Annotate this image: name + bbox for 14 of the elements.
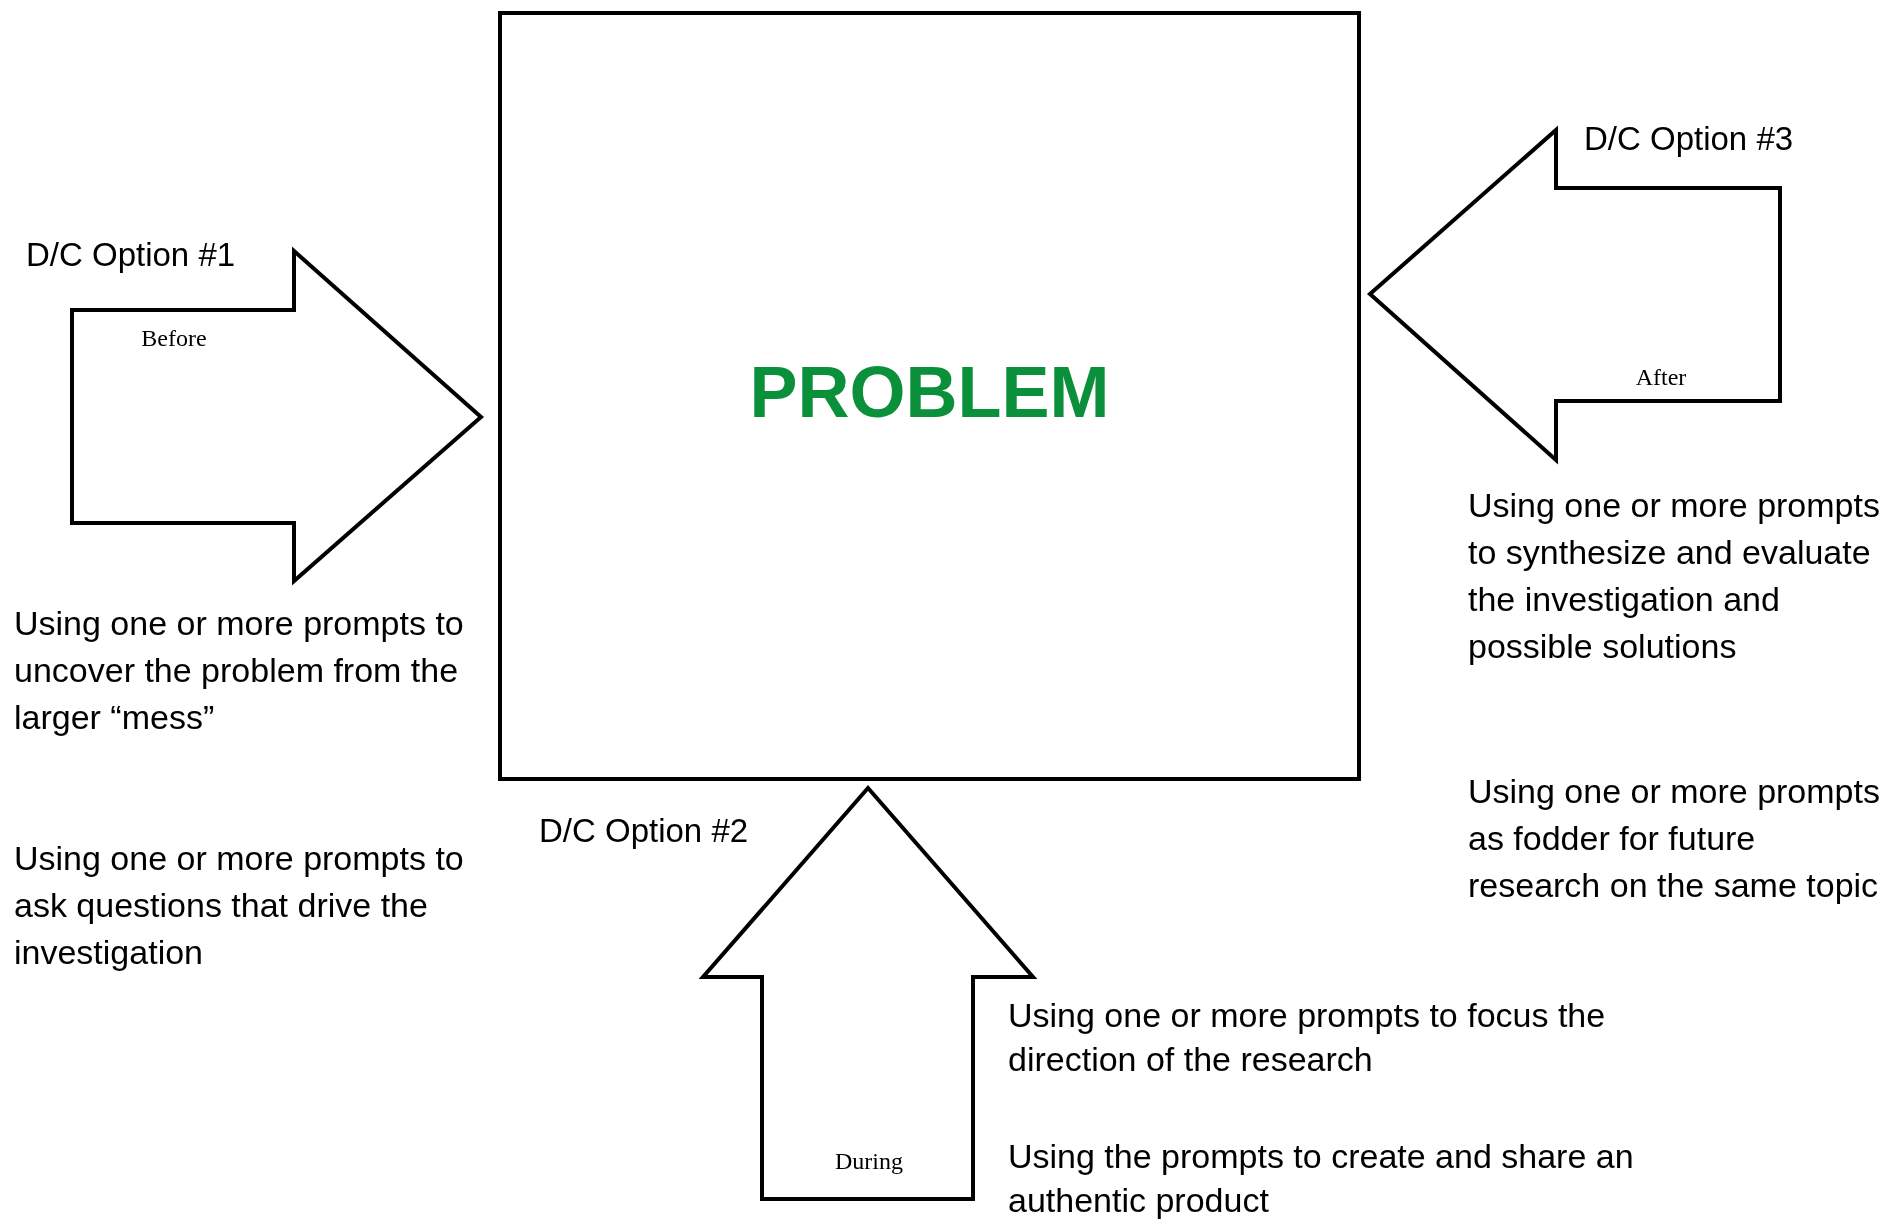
- description-text: Using one or more prompts to focus the direction of the research: [1008, 995, 1607, 1080]
- phase-label: After: [1635, 364, 1687, 391]
- description-text: Using one or more prompts to synthesize and evaluate the investigation and possible solutions: [1468, 485, 1880, 667]
- description-text: Using one or more prompts as fodder for future research on the same topic: [1468, 771, 1880, 906]
- description-text: Using the prompts to create and share an authentic product: [1008, 1136, 1635, 1221]
- phase-label: During: [835, 1148, 903, 1175]
- problem-box: [498, 11, 1361, 781]
- option-heading: D/C Option #3: [1584, 120, 1794, 158]
- option-heading: D/C Option #2: [539, 812, 749, 850]
- phase-label: Before: [141, 325, 207, 352]
- description-text: Using one or more prompts to uncover the problem from the larger “mess”: [14, 603, 465, 738]
- problem-title: PROBLEM: [749, 350, 1110, 433]
- description-text: Using one or more prompts to ask questions that drive the investigation: [14, 838, 465, 973]
- option-heading: D/C Option #1: [26, 236, 236, 274]
